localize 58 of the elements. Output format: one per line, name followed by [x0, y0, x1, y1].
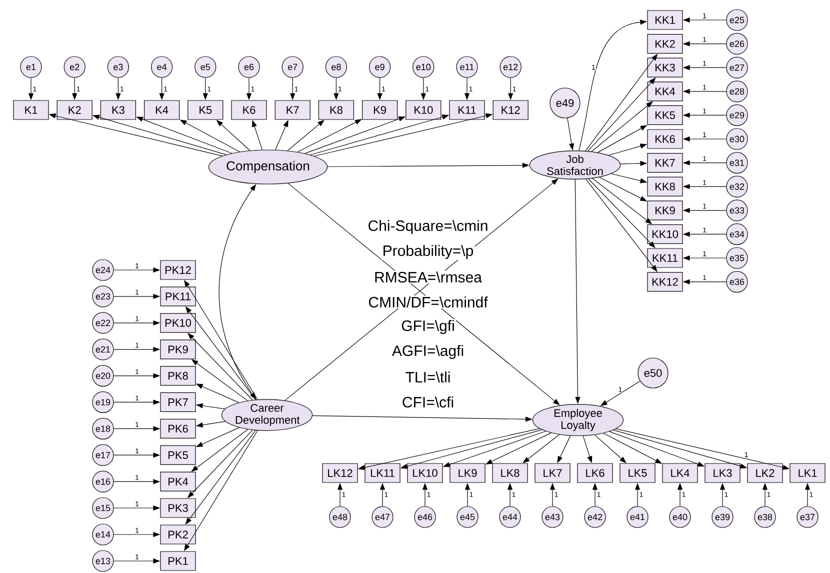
observed-variable-box: KK6 [647, 129, 683, 149]
observed-variable-box: PK12 [160, 260, 196, 280]
observed-variable-box: LK7 [534, 463, 570, 483]
observed-variable-box: KK2 [647, 34, 683, 54]
observed-variable-box: KK11 [647, 248, 683, 268]
fit-statistic-text: TLI=\tli [404, 370, 452, 384]
observed-variable-box: K4 [144, 100, 180, 120]
observed-variable-box: K8 [318, 100, 354, 120]
observed-variable-box: KK1 [647, 10, 683, 30]
observed-variable-box: LK11 [364, 463, 400, 483]
observed-variable-box: LK8 [492, 463, 528, 483]
observed-variable-box: LK10 [407, 463, 443, 483]
observed-variable-box: K7 [274, 100, 310, 120]
fit-statistic-text: RMSEA=\rmsea [373, 270, 483, 284]
observed-variable-box: KK10 [647, 224, 683, 244]
fit-statistic-text: Chi-Square=\cmin [366, 219, 490, 235]
observed-variable-box: KK5 [647, 105, 683, 125]
observed-variable-box: PK5 [160, 445, 196, 465]
observed-variable-box: K12 [492, 100, 528, 120]
observed-variable-box: PK1 [160, 551, 196, 571]
observed-variable-box: K3 [100, 100, 136, 120]
observed-variable-box: KK3 [647, 58, 683, 78]
observed-variable-box: K6 [231, 100, 267, 120]
observed-variable-box: K1 [13, 100, 49, 120]
observed-variable-box: KK12 [647, 272, 683, 292]
fit-statistic-text: CMIN/DF=\cmindf [367, 296, 489, 308]
observed-variable-box: PK4 [160, 472, 196, 492]
fit-statistic-text: AGFI=\agfi [390, 344, 466, 360]
observed-variable-box: PK3 [160, 498, 196, 518]
arrow [591, 101, 653, 152]
observed-variable-box: LK1 [790, 463, 826, 483]
observed-variable-box: PK10 [160, 313, 196, 333]
observed-variable-box: LK12 [322, 463, 358, 483]
observed-variable-box: KK4 [647, 82, 683, 102]
observed-variable-box: K10 [406, 100, 442, 120]
observed-variable-box: K9 [362, 100, 398, 120]
observed-variable-box: PK6 [160, 418, 196, 438]
observed-variable-box: PK8 [160, 366, 196, 386]
arrow [586, 178, 658, 272]
observed-variable-box: PK2 [160, 524, 196, 544]
observed-variable-box: PK11 [160, 286, 196, 306]
observed-variable-box: KK9 [647, 200, 683, 220]
observed-variable-box: K11 [449, 100, 485, 120]
observed-variable-box: K2 [56, 100, 92, 120]
observed-variable-box: LK5 [620, 463, 656, 483]
observed-variable-box: LK6 [577, 463, 613, 483]
observed-variable-box: LK9 [450, 463, 486, 483]
fit-statistic-text: Probability=\p [381, 244, 475, 260]
observed-variable-box: PK9 [160, 340, 196, 360]
observed-variable-box: LK4 [662, 463, 698, 483]
observed-variable-box: KK7 [647, 153, 683, 173]
observed-variable-box: LK2 [747, 463, 783, 483]
fit-statistic-text: CFI=\cfi [400, 396, 456, 409]
observed-variable-box: KK8 [647, 176, 683, 196]
observed-variable-box: LK3 [704, 463, 740, 483]
fit-statistic-text: GFI=\gfi [400, 319, 456, 335]
observed-variable-box: K5 [188, 100, 224, 120]
observed-variable-box: PK7 [160, 392, 196, 412]
